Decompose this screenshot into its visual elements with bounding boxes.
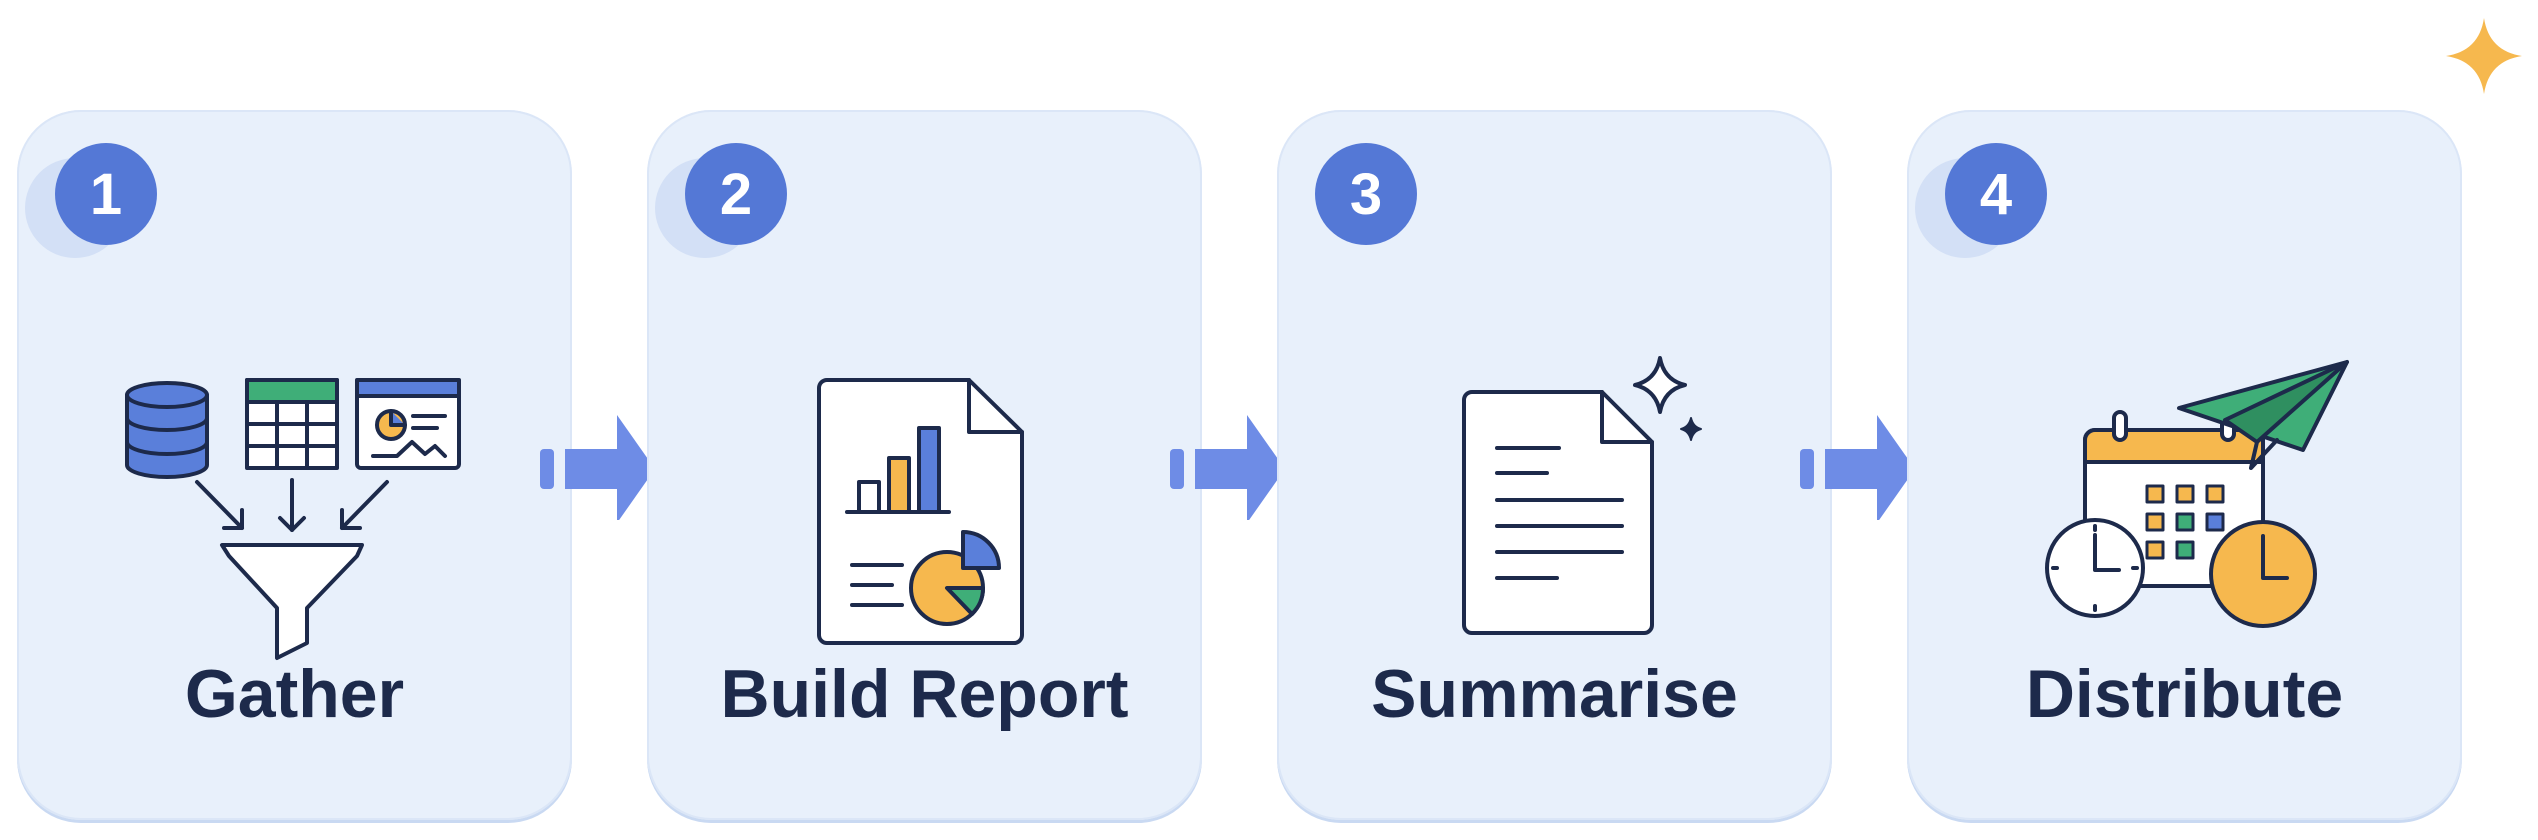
step-number-badge: 4 [1945, 143, 2047, 245]
data-sources-funnel-icon [125, 378, 461, 660]
step-label: Build Report [720, 656, 1129, 732]
step-card-distribute: 4 [1907, 110, 2462, 820]
clock-icon-large [2209, 520, 2317, 628]
funnel-icon [220, 543, 364, 660]
inflow-arrows [195, 478, 389, 532]
dashboard-window-icon [355, 378, 461, 470]
step-number-badge: 2 [685, 143, 787, 245]
report-document-chart-icon [817, 378, 1024, 645]
sparkle-icon [2446, 18, 2522, 94]
pie-chart-icon [909, 530, 1001, 626]
step-label: Distribute [2025, 656, 2344, 732]
sparkle-icon [1633, 356, 1702, 441]
database-icon [125, 381, 209, 479]
clock-icon [2045, 518, 2145, 618]
bar-chart-icon [845, 426, 951, 514]
summary-document-sparkle-icon [1462, 356, 1702, 635]
calendar-clock-paper-plane-icon [2045, 360, 2349, 628]
spreadsheet-icon [245, 378, 339, 470]
step-card-summarise: 3 Summarise [1277, 110, 1832, 820]
step-card-gather: 1 [17, 110, 572, 820]
step-number-badge: 3 [1315, 143, 1417, 245]
paper-plane-icon [2177, 360, 2349, 470]
text-lines [1495, 446, 1624, 580]
step-label: Gather [184, 656, 405, 732]
step-card-build-report: 2 [647, 110, 1202, 820]
text-lines [850, 563, 904, 607]
step-label: Summarise [1371, 656, 1738, 732]
step-number-badge: 1 [55, 143, 157, 245]
